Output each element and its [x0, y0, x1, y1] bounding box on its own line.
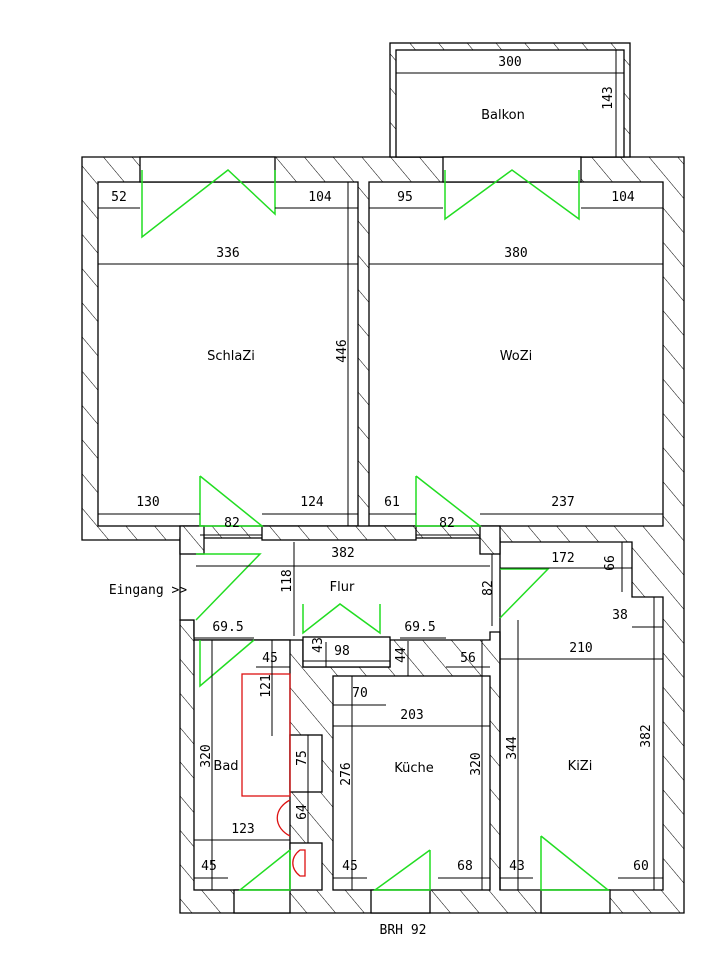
dimension-label: 56	[460, 651, 476, 666]
dimension-label: 44	[394, 647, 409, 663]
window	[370, 889, 431, 914]
dimension-label: 336	[216, 246, 239, 261]
dimension-label: 70	[352, 686, 368, 701]
room-label-flur: Flur	[330, 580, 355, 595]
dimension-label: 446	[335, 339, 350, 362]
parapet-height-label: BRH 92	[380, 923, 427, 938]
dimension-labels: 300 143 52 104 95 104 336 380 446 130 124 61 237 82 82…	[111, 55, 654, 874]
dimension-label: 82	[439, 516, 455, 531]
room-label-bad: Bad	[213, 759, 238, 774]
dimension-label: 69.5	[212, 620, 243, 635]
dimension-label: 382	[331, 546, 354, 561]
dimension-label: 45	[342, 859, 358, 874]
dimension-lines	[98, 50, 663, 890]
dimension-label: 43	[509, 859, 525, 874]
dimension-label: 98	[334, 644, 350, 659]
dimension-label: 172	[551, 551, 574, 566]
dimension-label: 143	[601, 86, 616, 109]
dimension-label: 66	[603, 555, 618, 571]
window	[233, 889, 291, 914]
dimension-label: 320	[469, 752, 484, 775]
shaft-2	[289, 842, 323, 891]
wall-segment	[261, 525, 417, 541]
room-label-balkon: Balkon	[481, 108, 525, 123]
entrance-label: Eingang >>	[109, 583, 187, 598]
dimension-label: 60	[633, 859, 649, 874]
dimension-label: 75	[295, 750, 310, 766]
dimension-label: 68	[457, 859, 473, 874]
window	[540, 889, 611, 914]
dimension-label: 237	[551, 495, 574, 510]
dimension-label: 130	[136, 495, 159, 510]
wall-segment	[479, 525, 501, 555]
dimension-label: 382	[639, 724, 654, 747]
dimension-label: 82	[224, 516, 240, 531]
dimension-label: 300	[498, 55, 521, 70]
dimension-label: 95	[397, 190, 413, 205]
wall-flur-top-left	[179, 525, 205, 555]
dimension-label: 104	[308, 190, 332, 205]
room-label-wozi: WoZi	[500, 349, 533, 364]
dimension-label: 61	[384, 495, 400, 510]
window	[139, 156, 276, 183]
dimension-label: 82	[481, 580, 496, 596]
dimension-label: 69.5	[404, 620, 435, 635]
dimension-label: 320	[199, 744, 214, 767]
dimension-label: 380	[504, 246, 527, 261]
closet	[302, 636, 391, 668]
dimension-label: 121	[259, 674, 274, 697]
room-label-kizi: KiZi	[568, 759, 593, 774]
dimension-label: 45	[262, 651, 278, 666]
room-label-kueche: Küche	[394, 761, 434, 776]
dimension-label: 118	[280, 569, 295, 592]
dimension-label: 210	[569, 641, 592, 656]
room-schlazi	[97, 181, 359, 527]
dimension-label: 38	[612, 608, 628, 623]
room-wozi	[368, 181, 664, 527]
room-kueche	[332, 675, 491, 891]
door-swings	[141, 169, 611, 891]
bath-fixtures	[241, 673, 306, 877]
room-label-schlazi: SchlaZi	[207, 349, 255, 364]
shaft	[289, 734, 323, 793]
dimension-label: 64	[295, 804, 310, 820]
dimension-label: 45	[201, 859, 217, 874]
dimension-label: 276	[339, 762, 354, 785]
dimension-label: 52	[111, 190, 127, 205]
dimension-label: 344	[505, 736, 520, 760]
dimension-label: 43	[311, 637, 326, 653]
dimension-label: 124	[300, 495, 324, 510]
dimension-label: 203	[400, 708, 423, 723]
dimension-label: 104	[611, 190, 635, 205]
dimension-label: 123	[231, 822, 254, 837]
